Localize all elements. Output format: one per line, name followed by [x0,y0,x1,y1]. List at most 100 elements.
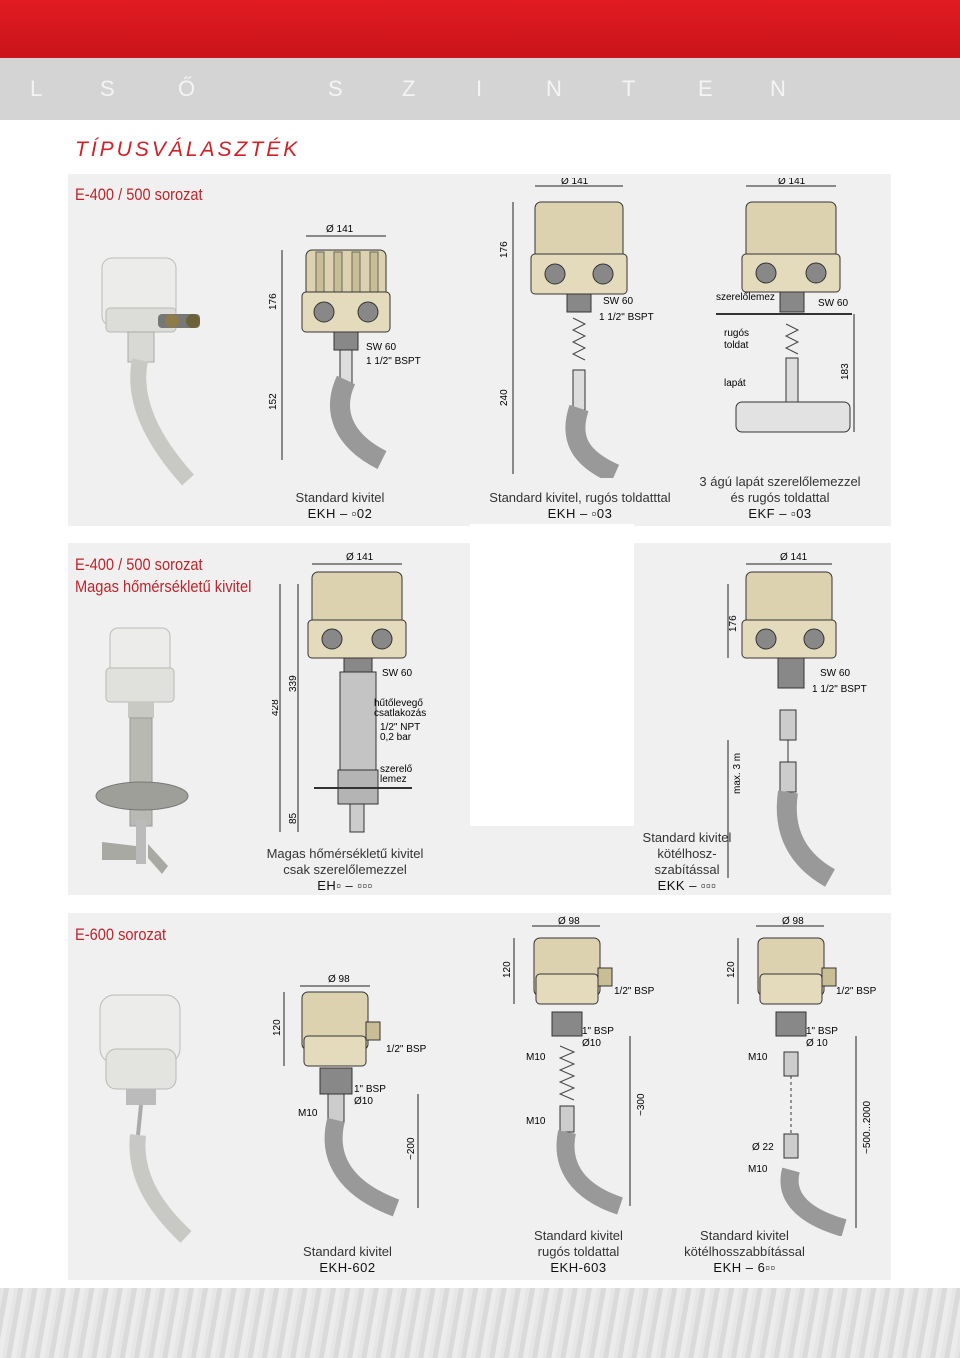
product-photo-eh [95,627,189,874]
product-caption: Standard kivitel EKH – ▫02 [240,490,440,522]
dimension-label: Ø 98 [328,974,350,985]
dimension-label: Ø 141 [778,178,806,187]
section-title: E-400 / 500 sorozat [75,185,203,204]
dimension-label: 120 [726,961,737,978]
product-caption: Standard kivitel kötélhosszabbítással EK… [652,1228,837,1276]
brand-band [0,58,960,120]
dimension-label: Ø 22 [752,1142,774,1153]
dimension-label: 1" BSP [806,1026,838,1037]
dimension-label: SW 60 [603,296,633,307]
dimension-label: Ø10 [354,1096,373,1107]
dimension-label: 1/2" BSP [386,1044,427,1055]
section-e600 [68,913,891,1280]
dimension-label: Ø 141 [561,178,589,187]
product-code: EKK – ▫▫▫ [657,878,717,893]
dimension-label: hűtőlevegő [374,698,423,709]
dimension-label: ~200 [406,1137,417,1160]
dimension-label: 1 1/2" BSPT [599,312,654,323]
brand-letter: N [546,76,562,101]
dimension-label: 1 1/2" BSPT [812,684,867,695]
brand-letter: I [476,76,483,101]
dimension-label: Ø 141 [346,552,374,563]
dimension-label: M10 [748,1052,768,1063]
section-title: E-400 / 500 sorozat [75,555,203,574]
product-code: EKH – ▫03 [547,506,613,521]
dimension-label: max. 3 m [732,753,743,794]
dimension-label: Ø 141 [780,552,808,563]
drawing-eh-high-temp: Ø 141 SW 60 hűtőlevegő csatlakozás 1/2" … [272,552,426,833]
dimension-label: 120 [272,1019,283,1036]
dimension-label: SW 60 [382,668,412,679]
dimension-label: 1 1/2" BSPT [366,356,421,367]
brand-letter: Ő [178,76,196,101]
dimension-label: 85 [288,812,299,824]
page-title: TÍPUSVÁLASZTÉK [75,138,301,161]
brand-letter: S [100,76,115,101]
dimension-label: M10 [298,1108,318,1119]
product-photo-ekh02 [101,257,200,486]
dimension-label: Ø 141 [326,224,354,235]
dimension-label: 339 [288,675,299,692]
drawing-ekf03: Ø 141 szerelőlemez SW 60 rugós toldat la… [716,178,855,433]
brand-letter: E [698,76,713,101]
dimension-label: ~500...2000 [862,1100,873,1154]
drawing-ekh02: Ø 141 SW 60 1 1/2" BSPT 176 152 [268,224,421,469]
brand-letter: S [328,76,343,101]
dimension-label: 152 [268,393,279,410]
caption-line: Standard kivitel [303,1244,392,1259]
brand-letter: T [622,76,636,101]
drawing-ekk: Ø 141 176 SW 60 1 1/2" BSPT max. 3 m [727,552,867,887]
product-caption: 3 ágú lapát szerelőlemezzel és rugós tol… [680,474,880,522]
product-code: EKH-602 [319,1260,376,1275]
caption-line: rugós toldattal [537,1244,620,1259]
drawing-ekh6xx: Ø 98 120 1/2" BSP 1" BSP Ø 10 M10 Ø 22 M… [726,916,877,1236]
top-red-bar [0,0,960,58]
caption-line: és rugós toldattal [730,490,830,505]
product-caption: Standard kivitel rugós toldattal EKH-603 [486,1228,671,1276]
dimension-label: 1" BSP [354,1084,386,1095]
dimension-label: csatlakozás [374,708,426,719]
product-caption: Standard kivitel kötélhosz- szabítással … [617,830,757,894]
dimension-label: 183 [840,363,851,380]
dimension-label: 1/2" BSP [614,986,655,997]
section-subtitle: Magas hőmérsékletű kivitel [75,577,252,596]
dimension-label: M10 [526,1052,546,1063]
product-caption: Standard kivitel, rugós toldatttal EKH –… [480,490,680,522]
dimension-label: 0,2 bar [380,732,412,743]
dimension-label: 1/2" BSP [836,986,877,997]
drawing-ekh03: Ø 141 176 SW 60 1 1/2" BSPT 240 [499,178,654,478]
dimension-label: Ø 98 [558,916,580,927]
caption-line: szabítással [654,862,720,877]
dimension-label: szerelőlemez [716,292,775,303]
caption-line: kötélhosszabbítással [684,1244,805,1259]
caption-line: Standard kivitel [534,1228,623,1243]
dimension-label: lapát [724,378,746,389]
product-code: EH▫ – ▫▫▫ [317,878,373,893]
caption-line: Standard kivitel, rugós toldatttal [489,490,671,505]
dimension-label: SW 60 [366,342,396,353]
product-code: EKF – ▫03 [748,506,812,521]
drawing-ekh603: Ø 98 120 1/2" BSP 1" BSP Ø10 M10 M10 ~30… [502,916,655,1215]
brand-letter: N [770,76,786,101]
dimension-label: Ø 98 [782,916,804,927]
dimension-label: lemez [380,774,407,785]
dimension-label: rugós [724,328,749,339]
dimension-label: SW 60 [820,668,850,679]
dimension-label: 1/2" NPT [380,722,420,733]
brand-wordmark: L S Ő S Z I N T E N [0,76,960,106]
product-caption: Magas hőmérsékletű kivitel csak szerelől… [255,846,435,894]
dimension-label: toldat [724,340,749,351]
dimension-label: M10 [748,1164,768,1175]
dimension-label: 240 [499,389,510,406]
caption-line: Standard kivitel [295,490,385,505]
brand-letter: L [30,76,43,101]
dimension-label: 1" BSP [582,1026,614,1037]
product-photo-ekh602 [99,994,192,1243]
brand-letter: Z [402,76,416,101]
dimension-label: Ø10 [582,1038,601,1049]
section-title: E-600 sorozat [75,925,167,944]
dimension-label: 176 [728,615,739,632]
product-code: EKH – 6▫▫ [713,1260,776,1275]
dimension-label: szerelő [380,764,413,775]
caption-line: 3 ágú lapát szerelőlemezzel [699,474,861,489]
